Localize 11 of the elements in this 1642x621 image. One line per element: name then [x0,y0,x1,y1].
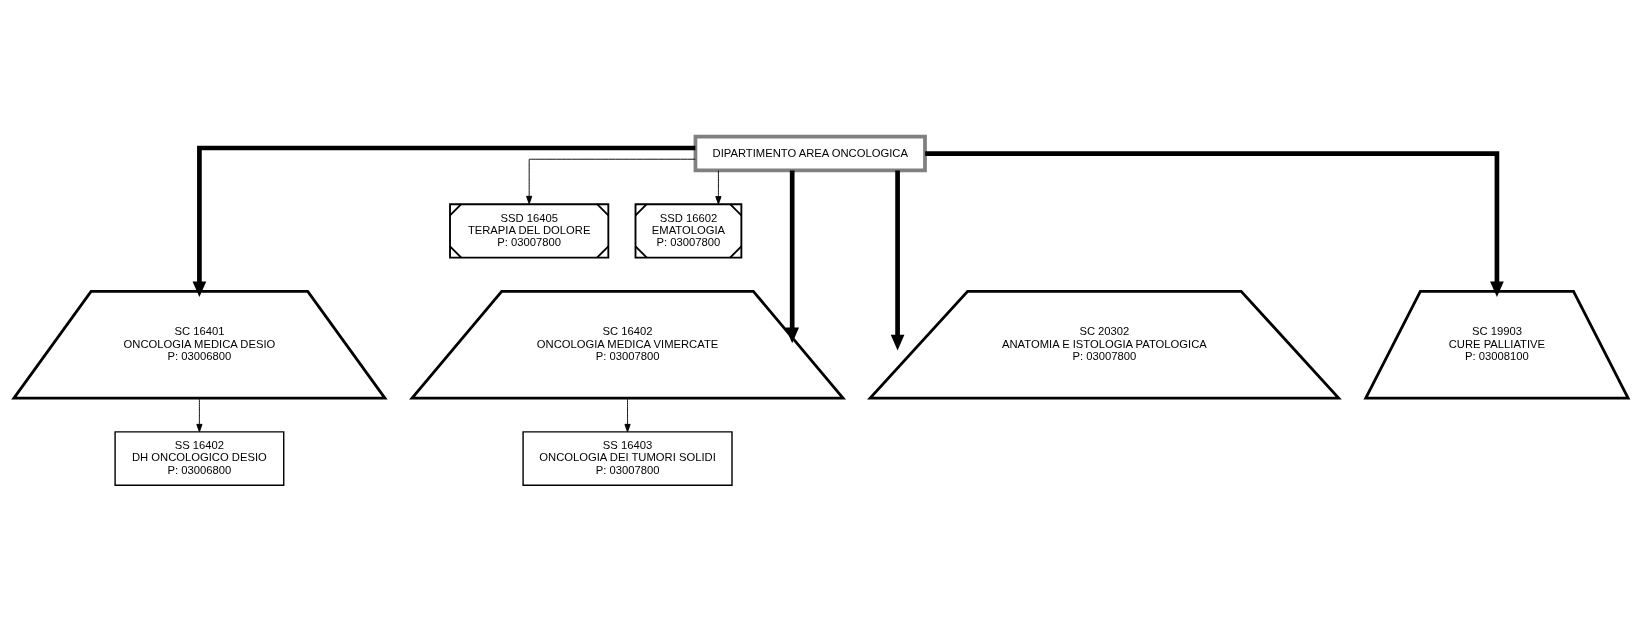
node-box: SS 16403 ONCOLOGIA DEI TUMORI SOLIDI P: 03007800 [522,430,733,486]
arrow [192,145,696,297]
arrow [715,169,722,205]
arrow [890,170,905,350]
arrow [196,397,203,432]
node-box: SS 16402 DH ONCOLOGICO DESIO P: 03006800 [114,430,285,486]
arrow [526,158,696,204]
arrow [785,170,800,343]
node-box: DIPARTIMENTO AREA ONCOLOGICA [693,134,927,172]
arrow [624,397,631,432]
arrow [925,150,1504,297]
